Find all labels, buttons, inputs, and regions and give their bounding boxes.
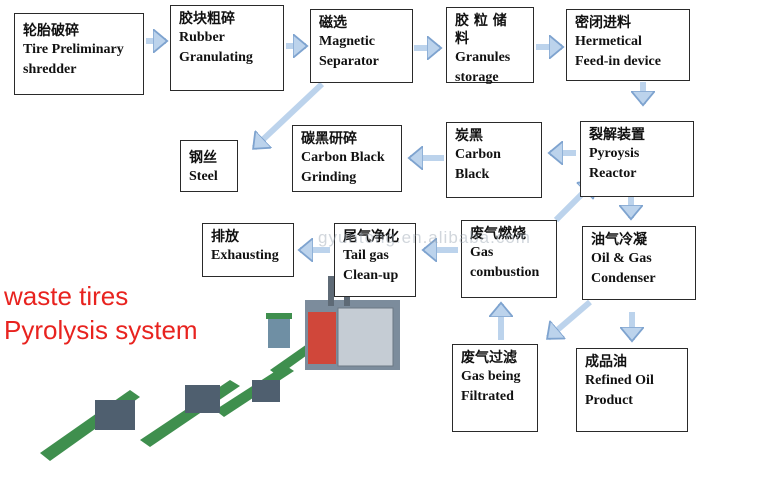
node-carbon-black: 炭黑 Carbon Black (446, 122, 542, 198)
node-granules-storage: 胶 粒 储 料 Granules storage (446, 7, 534, 85)
node-tire-shredder-zh: 轮胎破碎 (23, 23, 79, 39)
node-exhausting: 排放 Exhausting (202, 223, 294, 277)
granulator-machine (185, 385, 220, 413)
shredder-machine (95, 400, 135, 430)
caption-line-1: waste tires (4, 281, 129, 311)
plant-illustration (40, 276, 400, 461)
node-gas-filtrated: 废气过滤 Gas being Filtrated (452, 344, 538, 432)
node-gas-filtrated-zh: 废气过滤 (461, 350, 517, 366)
node-carbon-grinding: 碳黑研碎 Carbon Black Grinding (292, 125, 402, 192)
node-tire-shredder-en: Tire Preliminary shredder (23, 42, 124, 77)
node-gas-combustion: 废气燃烧 Gas combustion (461, 220, 557, 298)
node-magnetic-separator: 磁选 Magnetic Separator (310, 9, 413, 83)
node-carbon-grinding-en: Carbon Black Grinding (301, 150, 385, 185)
node-granules-storage-zh: 胶 粒 储 料 (455, 13, 507, 47)
node-tail-gas-cleanup-zh: 尾气净化 (343, 229, 399, 245)
node-refined-oil-en: Refined Oil Product (585, 373, 654, 408)
node-refined-oil: 成品油 Refined Oil Product (576, 348, 688, 432)
node-rubber-granulating: 胶块粗碎 Rubber Granulating (170, 5, 284, 91)
node-tail-gas-cleanup: 尾气净化 Tail gas Clean-up (334, 223, 416, 297)
caption-line-2: Pyrolysis system (4, 315, 198, 345)
node-carbon-black-en: Carbon Black (455, 147, 501, 182)
node-steel-zh: 钢丝 (189, 150, 217, 166)
watermark: gyuntong.en.alibaba.com (318, 228, 531, 247)
node-gas-combustion-zh: 废气燃烧 (470, 226, 526, 242)
node-feed-in-device-zh: 密闭进料 (575, 15, 631, 31)
node-steel: 钢丝 Steel (180, 140, 238, 192)
node-refined-oil-zh: 成品油 (585, 354, 627, 370)
reactor-furnace (308, 312, 336, 364)
node-feed-in-device-en: Hermetical Feed-in device (575, 34, 661, 69)
node-pyrolysis-reactor: 裂解装置 Pyroysis Reactor (580, 121, 694, 197)
node-tail-gas-cleanup-en: Tail gas Clean-up (343, 248, 399, 283)
node-oil-gas-condenser-zh: 油气冷凝 (591, 232, 647, 248)
node-rubber-granulating-en: Rubber Granulating (179, 30, 253, 65)
tank-lid (266, 313, 292, 319)
node-gas-filtrated-en: Gas being Filtrated (461, 369, 521, 404)
node-rubber-granulating-zh: 胶块粗碎 (179, 11, 235, 27)
node-magnetic-separator-zh: 磁选 (319, 15, 347, 31)
reactor-panel (337, 307, 394, 367)
node-carbon-black-zh: 炭黑 (455, 128, 483, 144)
node-magnetic-separator-en: Magnetic Separator (319, 34, 379, 69)
chimney-1 (328, 276, 334, 306)
node-granules-storage-en: Granules storage (455, 50, 511, 85)
node-pyrolysis-reactor-zh: 裂解装置 (589, 127, 645, 143)
node-tire-shredder: 轮胎破碎 Tire Preliminary shredder (14, 13, 144, 95)
node-steel-en: Steel (189, 169, 218, 184)
node-feed-in-device: 密闭进料 Hermetical Feed-in device (566, 9, 690, 81)
node-gas-combustion-en: Gas combustion (470, 245, 540, 280)
node-oil-gas-condenser-en: Oil & Gas Condenser (591, 251, 656, 286)
arrow-condenser-filtrated (548, 299, 592, 341)
tank (268, 318, 290, 348)
node-oil-gas-condenser: 油气冷凝 Oil & Gas Condenser (582, 226, 696, 300)
arrow-magnetic-steel (251, 81, 325, 151)
node-exhausting-en: Exhausting (211, 248, 279, 263)
node-pyrolysis-reactor-en: Pyroysis Reactor (589, 146, 640, 181)
separator-machine (252, 380, 280, 402)
node-exhausting-zh: 排放 (211, 229, 239, 245)
node-carbon-grinding-zh: 碳黑研碎 (301, 131, 357, 147)
